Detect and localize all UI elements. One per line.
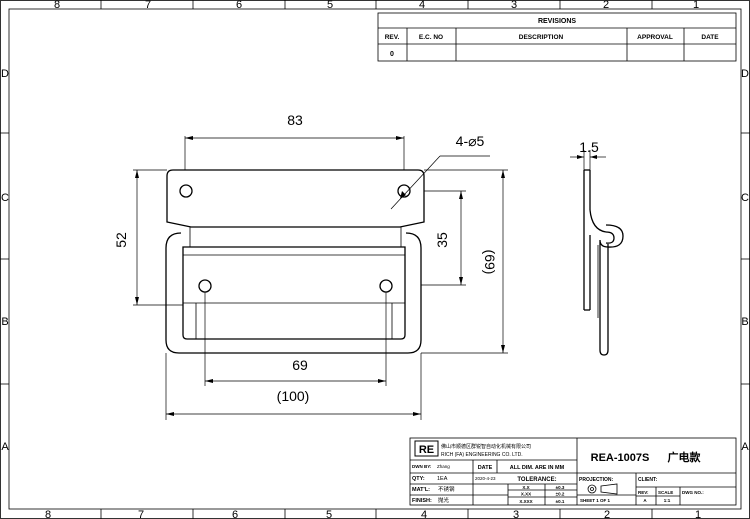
qty-value: 1EA [437, 476, 448, 482]
scale-value: 1:1 [664, 498, 671, 503]
dim-thickness: 1.5 [579, 139, 599, 155]
dwn-by-value: Zhang [437, 464, 450, 469]
matl-label: MAT'L: [412, 487, 430, 493]
row-labels: D C B A D C B A [1, 68, 749, 453]
top-plate [166, 169, 425, 228]
dim-note: ALL DIM. ARE IN MM [510, 465, 565, 471]
row-label: C [1, 192, 9, 204]
tol-key: X.X [522, 485, 529, 490]
col-label: 3 [513, 509, 519, 519]
finish-label: FINISH: [412, 498, 432, 504]
revisions-table: REVISIONS REV. E.C. NO DESCRIPTION APPRO… [377, 12, 737, 62]
dwg-no-label: DWG NO.: [682, 490, 704, 495]
sheet-label: SHEET 1 OF 1 [580, 498, 611, 503]
col-label: 7 [138, 509, 144, 519]
dim-overall-width: (100) [277, 388, 310, 404]
col-label: 6 [236, 0, 242, 11]
row-label: B [1, 316, 8, 328]
dim-overall-height: (69) [482, 250, 498, 275]
tol-key: X.XX [521, 492, 531, 497]
row-label: C [741, 192, 749, 204]
col-label: 8 [54, 0, 60, 11]
dimensions-front: 83 4-⌀5 52 35 (69) 69 [113, 112, 508, 420]
projection-label: PROJECTION: [579, 477, 614, 483]
mounting-hole [379, 279, 393, 293]
drawing-name: 广电款 [668, 450, 702, 464]
col-label: 2 [603, 0, 609, 11]
row-label: D [741, 68, 749, 80]
revisions-header: REV. [385, 34, 400, 41]
revisions-header: APPROVAL [637, 34, 673, 41]
date-label: DATE [478, 465, 493, 471]
revisions-header: DATE [701, 34, 719, 41]
col-label: 4 [419, 0, 425, 11]
col-label: 5 [327, 0, 333, 11]
bail-outer [165, 232, 422, 354]
tol-value: ±0.2 [556, 492, 565, 497]
side-view: 1.5 [570, 139, 624, 356]
col-label: 8 [45, 509, 51, 519]
col-label: 7 [145, 0, 151, 11]
finish-value: 抛光 [438, 496, 450, 504]
rev-value: A [643, 498, 647, 503]
dim-hole-spacing: 69 [292, 357, 308, 373]
dim-top-width: 83 [287, 112, 303, 128]
qty-label: QTY: [412, 476, 425, 482]
row-label: D [1, 68, 9, 80]
tol-key: X.XXX [519, 499, 532, 504]
row-label: A [741, 441, 749, 453]
bail-inner [182, 246, 406, 340]
inner-border [8, 8, 742, 510]
column-labels: 8 7 6 5 4 3 2 1 8 7 6 5 4 3 2 1 [45, 0, 701, 519]
drawing-number: REA-1007S [591, 452, 650, 464]
col-label: 1 [695, 509, 701, 519]
revisions-header: E.C. NO [419, 34, 443, 41]
tol-value: ±0.3 [556, 485, 565, 490]
title-block: RE 佛山市顺德区群锐智自动化机械有限公司 RICH (FA) ENGINEER… [409, 437, 737, 506]
projection-symbol-icon [587, 483, 618, 495]
tolerance-label: TOLERANCE: [517, 477, 556, 483]
col-label: 2 [604, 509, 610, 519]
tol-value: ±0.1 [556, 499, 565, 504]
row-label: A [1, 441, 9, 453]
dim-inner-height: 35 [434, 232, 450, 248]
row-label: B [741, 316, 748, 328]
company-name-en: RICH (FA) ENGINEERING CO. LTD. [441, 452, 523, 458]
col-label: 5 [326, 509, 332, 519]
matl-value: 不锈钢 [438, 485, 455, 493]
rev-label: REV: [638, 490, 649, 495]
col-label: 1 [693, 0, 699, 11]
dwn-by-label: DWN BY: [412, 464, 432, 469]
date-value: 2020-4-23 [475, 476, 496, 481]
client-label: CLIENT: [638, 477, 658, 483]
front-view [165, 169, 425, 354]
col-label: 3 [511, 0, 517, 11]
revisions-cell: 0 [390, 51, 394, 58]
company-logo: RE [419, 444, 434, 456]
company-name-cn: 佛山市顺德区群锐智自动化机械有限公司 [441, 443, 531, 450]
scale-label: SCALE [658, 490, 673, 495]
dim-height-left: 52 [113, 232, 129, 248]
col-label: 6 [232, 509, 238, 519]
mounting-hole [397, 184, 411, 198]
col-label: 4 [421, 509, 427, 519]
dim-holes: 4-⌀5 [456, 133, 485, 149]
revisions-title: REVISIONS [538, 18, 576, 25]
revisions-header: DESCRIPTION [519, 34, 564, 41]
mounting-hole [198, 279, 212, 293]
mounting-hole [179, 184, 193, 198]
